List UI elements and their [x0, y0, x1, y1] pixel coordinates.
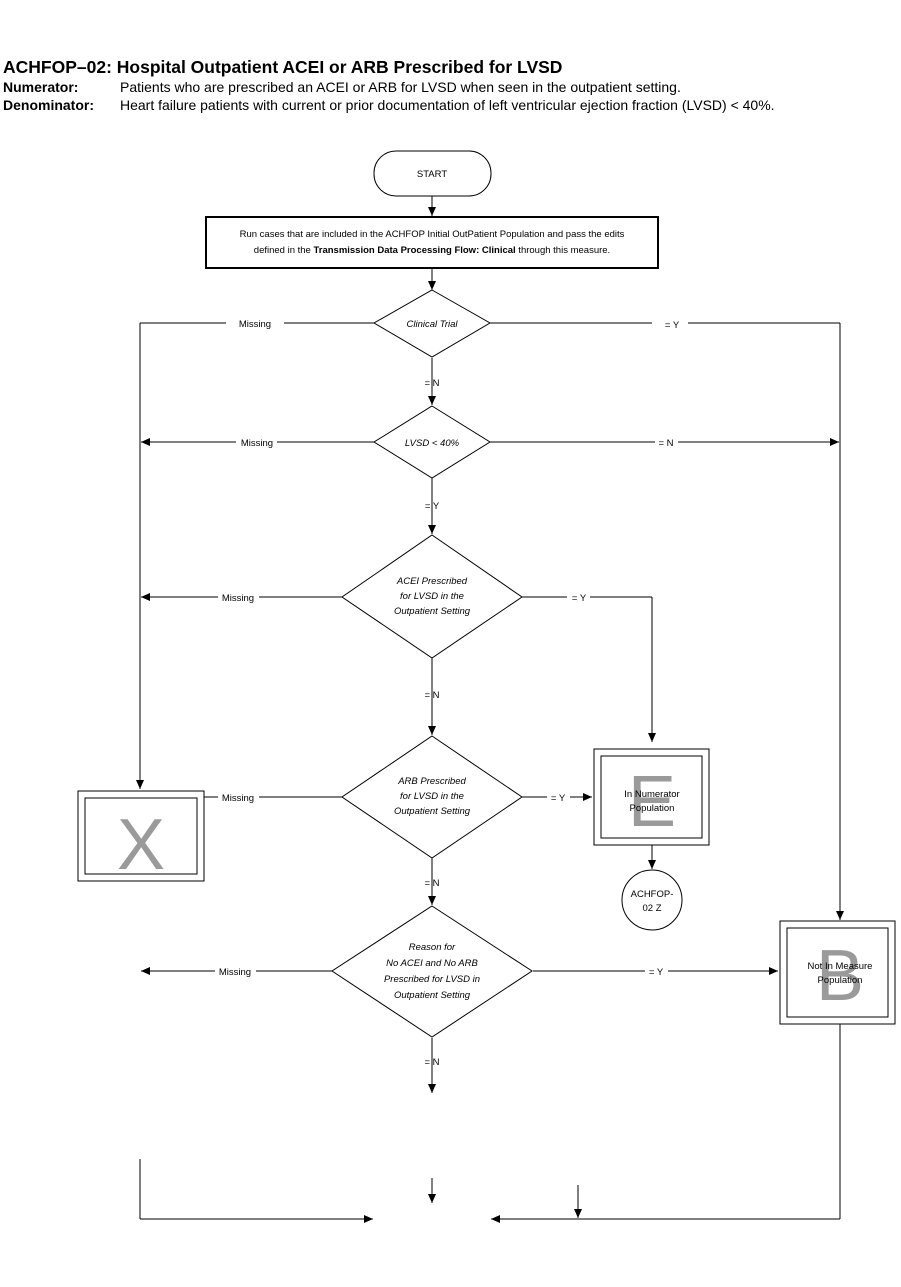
run-cases-line1: Run cases that are included in the ACHFO…	[240, 229, 625, 240]
d1-yes-label: = Y	[665, 320, 680, 331]
denominator-row: Denominator: Heart failure patients with …	[3, 97, 775, 113]
decision-arb-line3: Outpatient Setting	[394, 806, 471, 817]
numerator-row: Numerator: Patients who are prescribed an…	[3, 79, 681, 95]
decision-acei: ACEI Prescribed for LVSD in the Outpatie…	[341, 534, 523, 659]
outcome-not-in-measure-line2: Population	[818, 975, 863, 986]
header: ACHFOP–02: Hospital Outpatient ACEI or A…	[0, 0, 901, 140]
run-cases-line2: defined in the Transmission Data Process…	[254, 245, 610, 256]
denominator-text: Heart failure patients with current or p…	[120, 97, 775, 113]
run-cases-box: Run cases that are included in the ACHFO…	[205, 216, 659, 269]
connector-achfop-02-z-upper: ACHFOP- 02 Z	[621, 869, 683, 931]
decision-reason: Reason for No ACEI and No ARB Prescribed…	[331, 905, 533, 1038]
outcome-not-in-measure-line1: Not In Measure	[808, 961, 873, 972]
d2-missing-label: Missing	[241, 438, 273, 449]
d4-no-label: = N	[424, 878, 439, 889]
denominator-label: Denominator:	[3, 97, 95, 113]
d5-no-label: = N	[424, 1057, 439, 1068]
decision-arb-line2: for LVSD in the	[400, 791, 464, 802]
decision-lvsd-label: LVSD < 40%	[405, 438, 460, 449]
d1-missing-label: Missing	[239, 319, 271, 330]
d2-no-label: = N	[658, 438, 673, 449]
d5-yes-label: = Y	[649, 967, 664, 978]
d2-yes-label: = Y	[425, 501, 440, 512]
outcome-rejected: X	[77, 790, 205, 885]
d3-yes-label: = Y	[572, 593, 587, 604]
decision-acei-line3: Outpatient Setting	[394, 606, 471, 617]
d3-missing-label: Missing	[222, 593, 254, 604]
decision-clinical-trial-label: Clinical Trial	[406, 319, 458, 330]
outcome-numerator-line2: Population	[630, 803, 675, 814]
outcome-rejected-letter: X	[117, 805, 165, 885]
decision-arb: ARB Prescribed for LVSD in the Outpatien…	[341, 735, 523, 859]
decision-acei-line1: ACEI Prescribed	[396, 576, 468, 587]
connector-upper-line2: 02 Z	[642, 903, 661, 914]
start-terminal: START	[373, 150, 492, 197]
decision-reason-line1: Reason for	[409, 942, 456, 953]
decision-reason-line2: No ACEI and No ARB	[386, 958, 478, 969]
d3-no-label: = N	[424, 690, 439, 701]
flow-labels: Missing = Y = N Missing = N = Y Missing …	[219, 319, 680, 1068]
numerator-text: Patients who are prescribed an ACEI or A…	[120, 79, 681, 95]
flow-lines	[136, 196, 844, 1223]
decision-arb-line1: ARB Prescribed	[397, 776, 466, 787]
outcome-numerator-letter: E	[628, 762, 676, 842]
d4-missing-label: Missing	[222, 793, 254, 804]
d4-yes-label: = Y	[551, 793, 566, 804]
connector-upper-line1: ACHFOP-	[631, 889, 674, 900]
decision-acei-line2: for LVSD in the	[400, 591, 464, 602]
outcome-not-in-measure: B Not In Measure Population	[779, 920, 896, 1025]
decision-clinical-trial: Clinical Trial	[373, 289, 491, 358]
decision-reason-line4: Outpatient Setting	[394, 990, 471, 1001]
outcome-not-in-measure-letter: B	[816, 936, 864, 1016]
numerator-label: Numerator:	[3, 79, 79, 95]
d5-missing-label: Missing	[219, 967, 251, 978]
start-label: START	[417, 169, 447, 180]
outcome-numerator: E In Numerator Population	[593, 748, 710, 846]
decision-lvsd: LVSD < 40%	[373, 405, 491, 479]
outcome-numerator-line1: In Numerator	[624, 789, 679, 800]
page-title: ACHFOP–02: Hospital Outpatient ACEI or A…	[3, 57, 563, 77]
d1-no-label: = N	[424, 378, 439, 389]
decision-reason-line3: Prescribed for LVSD in	[384, 974, 480, 985]
